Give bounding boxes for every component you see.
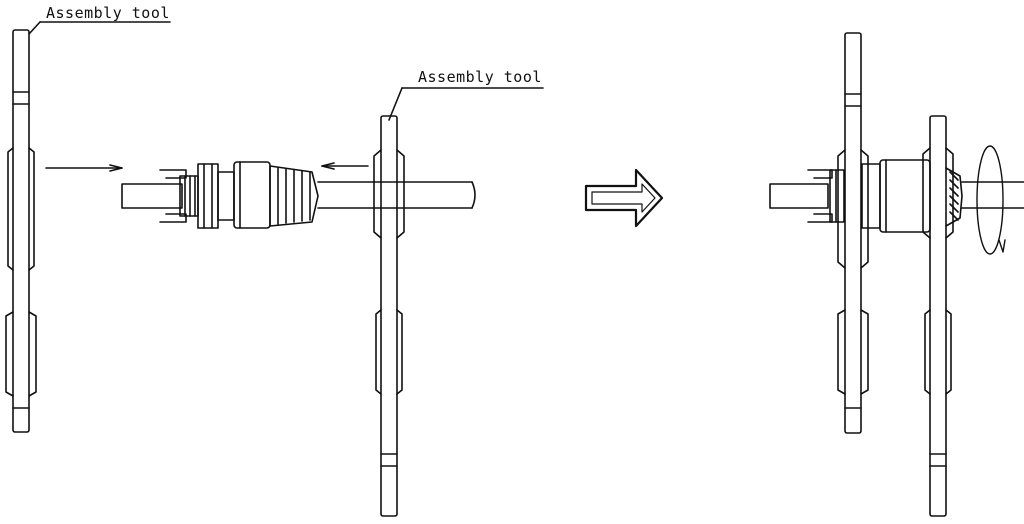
push-arrow-left — [321, 162, 369, 170]
assembly-tool-label-right: Assembly tool — [418, 68, 542, 86]
connector-step1 — [121, 161, 476, 229]
assembly-tool-label-left: Assembly tool — [46, 4, 170, 22]
assembly-tool-right — [373, 115, 405, 517]
assembly-tool-step2-a — [837, 32, 869, 434]
rotation-arrow-icon — [976, 145, 1006, 255]
connector-step2 — [769, 159, 1024, 233]
next-step-arrow-icon — [584, 168, 664, 228]
assembly-tool-step2-b — [922, 115, 954, 517]
push-arrow-right — [45, 164, 123, 172]
assembly-tool-left — [5, 29, 37, 433]
leader-line-right — [388, 87, 544, 121]
leader-line-left — [28, 21, 171, 35]
